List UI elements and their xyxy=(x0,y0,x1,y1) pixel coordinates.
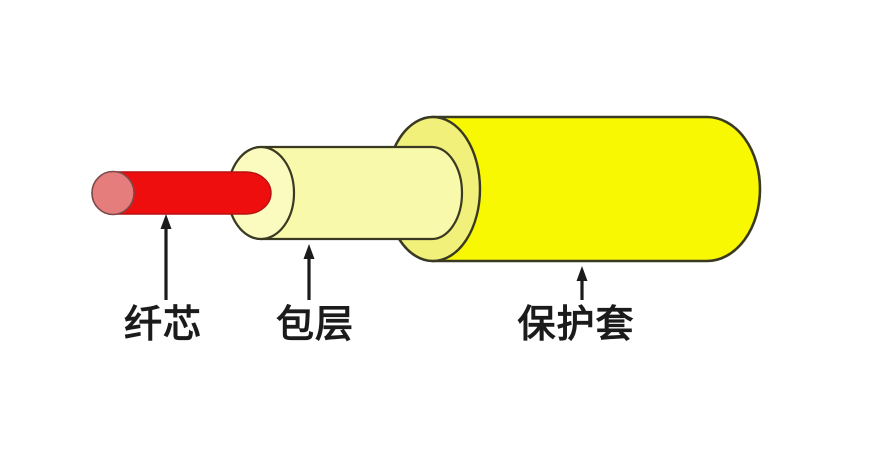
core-annotation-arrow xyxy=(160,214,172,300)
cladding-annotation-arrow xyxy=(303,244,315,300)
label-fiber-core: 纤芯 xyxy=(123,304,203,346)
core-arrow-head-icon xyxy=(160,214,172,229)
label-cladding: 包层 xyxy=(275,304,355,346)
cladding-arrow-head-icon xyxy=(303,244,315,259)
fiber-core-cylinder xyxy=(91,170,272,216)
jacket-annotation-arrow xyxy=(576,266,588,300)
core-end-face xyxy=(91,170,135,216)
label-protective-jacket: 保护套 xyxy=(517,304,635,346)
jacket-arrow-head-icon xyxy=(576,266,588,281)
